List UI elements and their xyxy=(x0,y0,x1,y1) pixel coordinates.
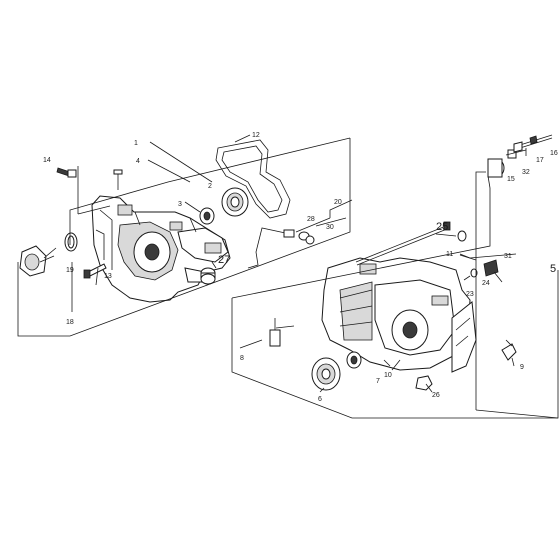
callout-labels: 1 2 3 4 5 6 7 8 9 10 11 12 13 14 15 16 1… xyxy=(43,132,558,403)
callout-24: 24 xyxy=(482,280,490,287)
callout-9: 9 xyxy=(520,364,524,371)
part-23-24-pin xyxy=(459,254,478,278)
callout-10: 10 xyxy=(384,372,392,379)
callout-25: 25 xyxy=(436,221,448,233)
callout-23: 23 xyxy=(466,291,474,298)
part-11-long-bolt xyxy=(355,221,451,266)
part-9-fitting xyxy=(501,339,517,361)
callout-20: 20 xyxy=(334,199,342,206)
left-crankcase-half xyxy=(91,195,231,303)
callout-12: 12 xyxy=(252,132,260,139)
part-8-stud xyxy=(269,318,295,347)
callout-6: 6 xyxy=(318,396,322,403)
part-27-cap xyxy=(200,267,216,285)
callout-14: 14 xyxy=(43,157,51,164)
callout-4: 4 xyxy=(136,158,140,165)
part-4-pin xyxy=(113,169,123,190)
callout-3: 3 xyxy=(178,201,182,208)
callout-11: 11 xyxy=(446,251,453,258)
part-2-bearing xyxy=(221,187,249,217)
callout-32: 32 xyxy=(522,169,530,176)
callout-26: 26 xyxy=(432,392,440,399)
callout-2: 2 xyxy=(208,183,212,190)
part-26-nut xyxy=(415,375,433,391)
callout-17: 17 xyxy=(536,157,544,164)
part-31-adjuster xyxy=(483,259,499,277)
part-3-oil-seal xyxy=(199,207,215,225)
callout-5: 5 xyxy=(550,263,556,275)
callout-7: 7 xyxy=(376,378,380,385)
callout-1: 1 xyxy=(134,140,138,147)
part-7-oil-seal xyxy=(346,351,362,369)
callout-18: 18 xyxy=(66,319,74,326)
part-25-plug xyxy=(457,230,467,242)
part-13-bolt xyxy=(83,263,107,279)
part-6-bearing xyxy=(311,357,341,391)
callout-16: 16 xyxy=(550,150,558,157)
callout-31: 31 xyxy=(504,253,512,260)
part-12-gasket xyxy=(215,139,291,219)
right-crankcase-half xyxy=(321,257,477,373)
callout-13: 13 xyxy=(104,273,112,280)
part-19-o-ring xyxy=(64,232,78,252)
part-15-cylinder xyxy=(487,158,505,178)
part-17-16-bolt xyxy=(507,134,553,159)
part-20-sensor-lead xyxy=(247,227,315,269)
callout-8: 8 xyxy=(240,355,244,362)
callout-30: 30 xyxy=(326,224,334,231)
part-14-screw xyxy=(56,167,77,178)
callout-28: 28 xyxy=(307,216,315,223)
part-18-oil-pump xyxy=(19,245,57,277)
callout-27: 27 xyxy=(218,254,230,266)
callout-15: 15 xyxy=(507,176,515,183)
leader-lines xyxy=(17,134,559,419)
callout-19: 19 xyxy=(66,267,74,274)
